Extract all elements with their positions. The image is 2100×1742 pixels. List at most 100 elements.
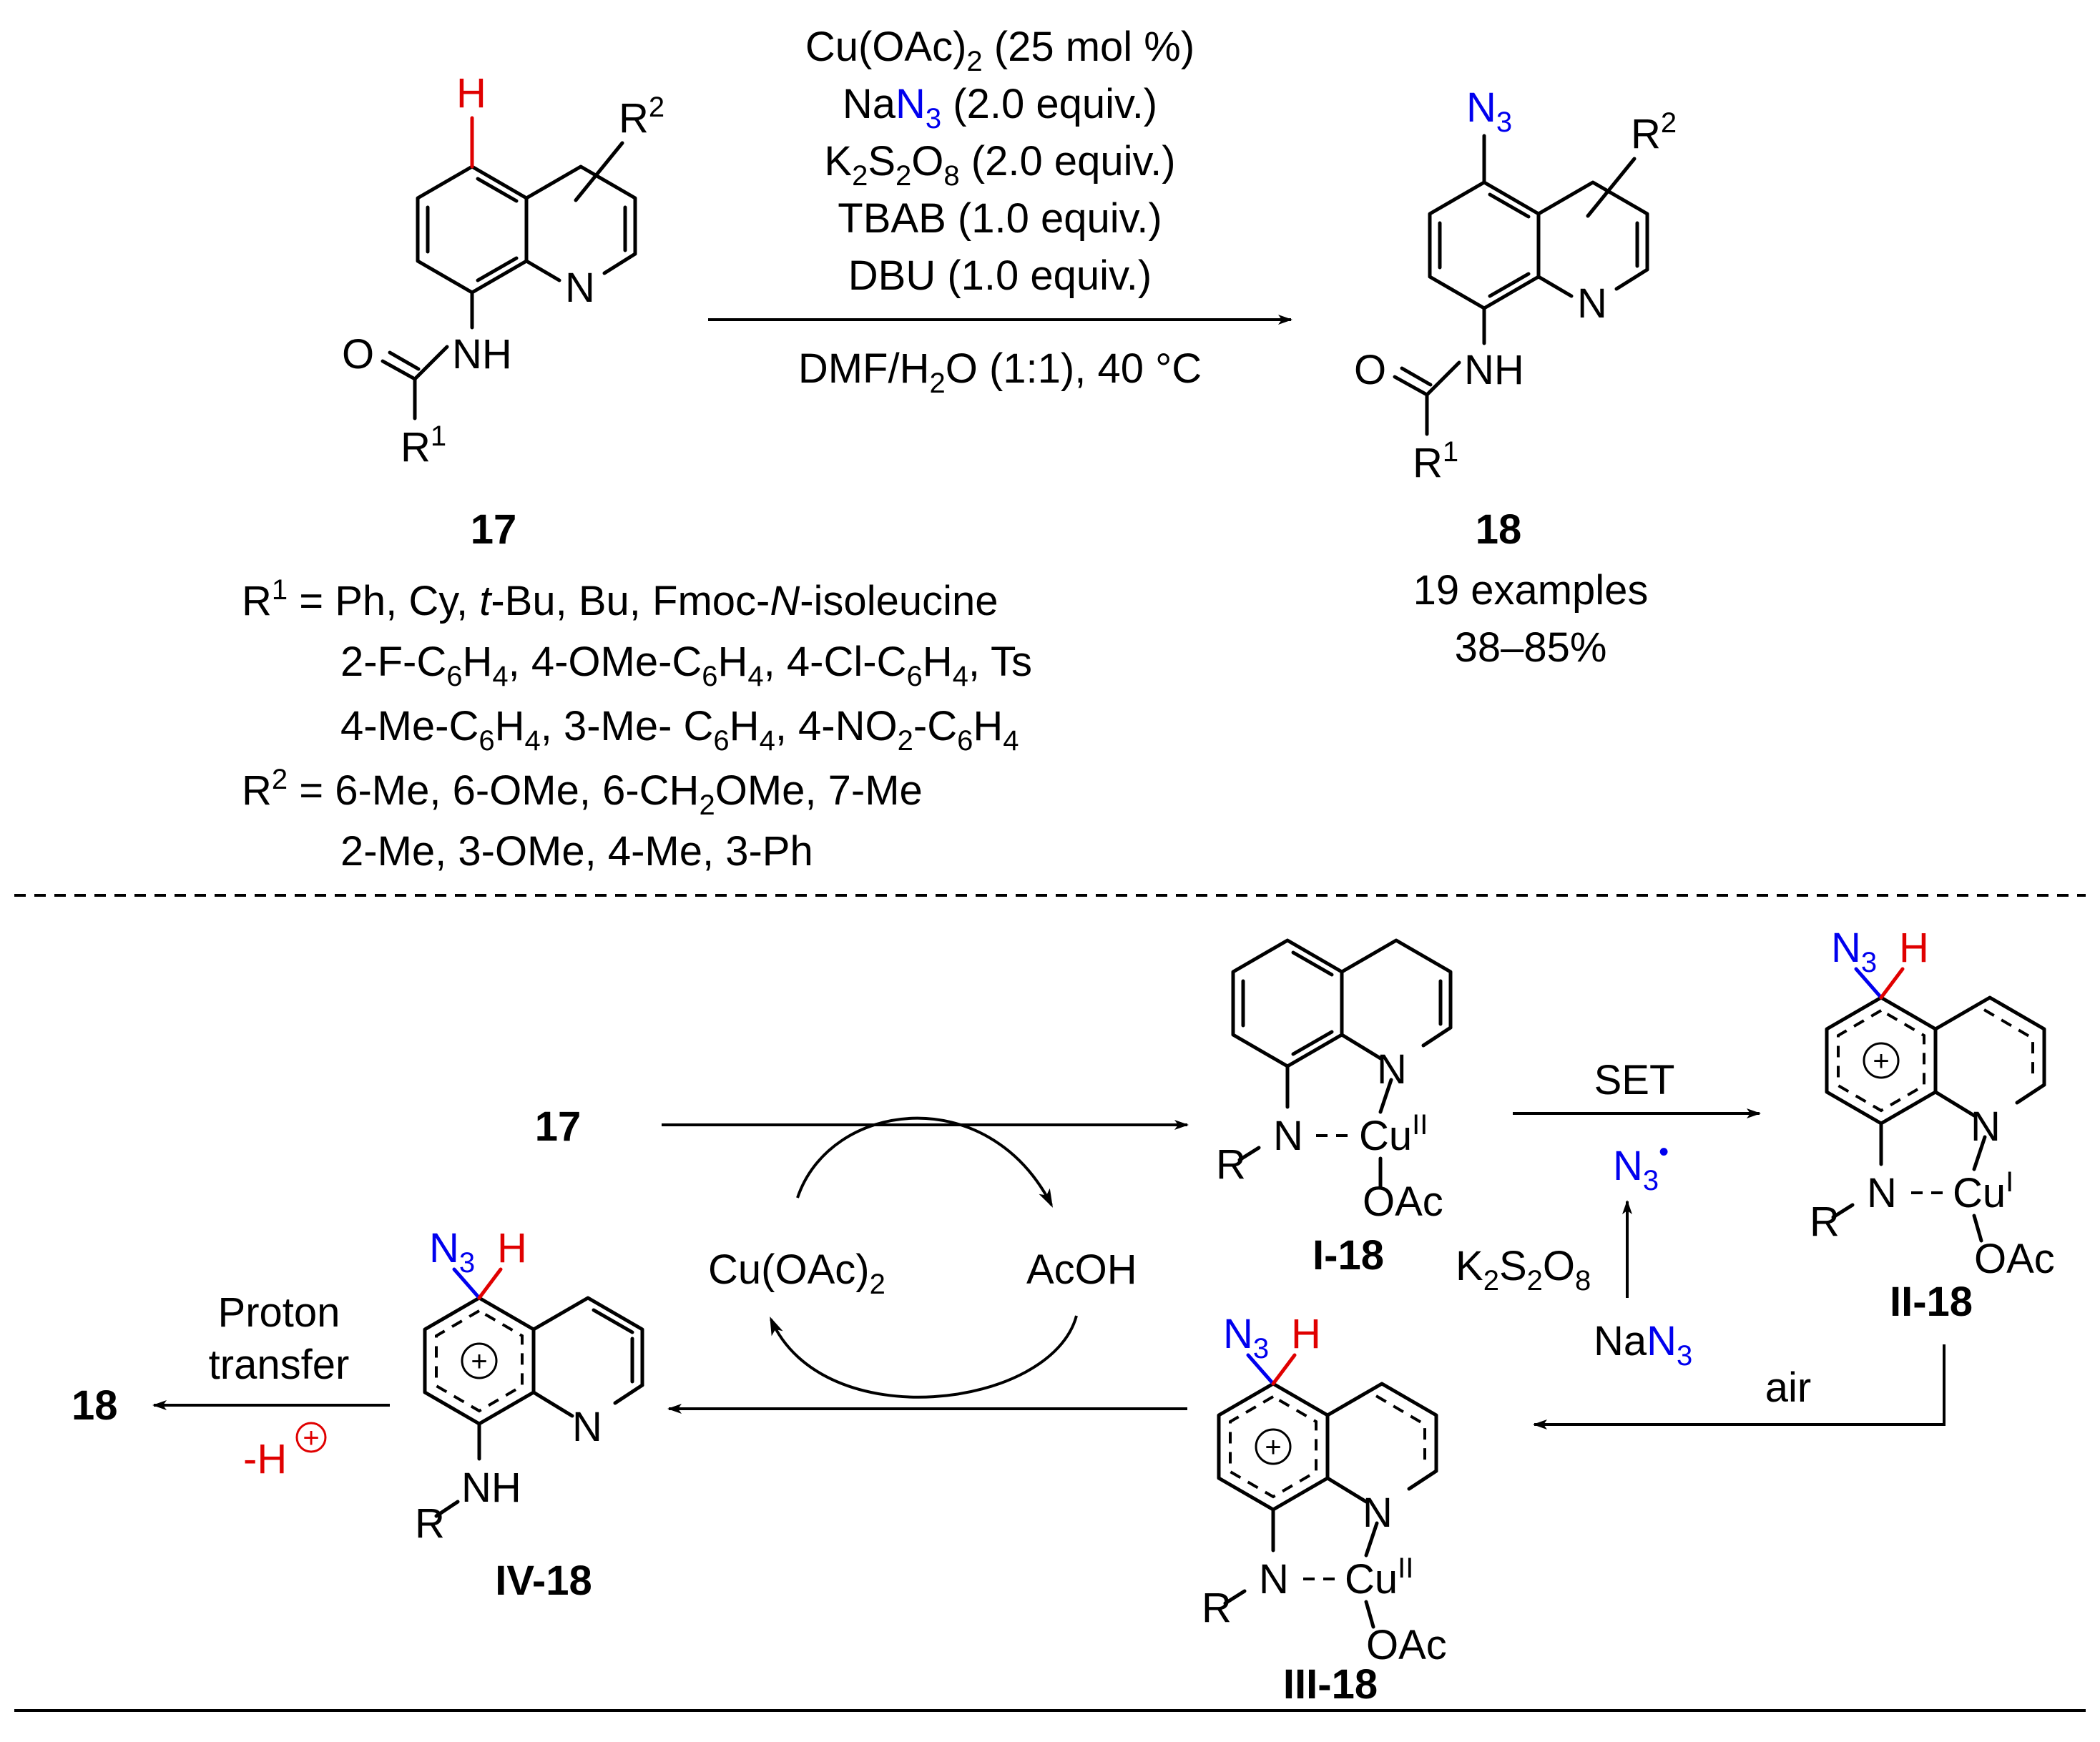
proton-label: Proton: [218, 1289, 340, 1336]
svg-text:2-F-C6H4, 4-OMe-C6H4, 4-Cl-C6H: 2-F-C6H4, 4-OMe-C6H4, 4-Cl-C6H4, Ts: [340, 639, 1032, 692]
product-r1-label: R: [1413, 440, 1443, 486]
condition-dbu: DBU (1.0 equiv.): [848, 252, 1152, 299]
reactant-r2-sup: 2: [649, 92, 664, 123]
IV18-plus: +: [471, 1346, 487, 1377]
reaction-conditions: Cu(OAc)2 (25 mol %) NaN3 (2.0 equiv.) K2…: [708, 24, 1292, 399]
product-18: N3 R2 N O NH R1 18 19 examples 38–85%: [1354, 84, 1677, 671]
I18-id: I-18: [1312, 1232, 1384, 1279]
reactant-o-label: O: [342, 331, 374, 378]
intermediate-I-18: N N R CuII OAc I-18: [1216, 938, 1453, 1279]
air-arrow: [1533, 1344, 1946, 1429]
III18-cu-label: Cu: [1345, 1556, 1398, 1603]
I18-oac-label: OAc: [1363, 1178, 1443, 1225]
mechanism-start-17: 17: [535, 1103, 582, 1150]
II18-h-label: H: [1899, 925, 1929, 971]
svg-text:CuI: CuI: [1953, 1166, 2013, 1216]
reactant-r1-sup: 1: [431, 420, 446, 452]
II18-n-label: N: [1971, 1103, 2001, 1150]
svg-text:K2S2O8 (2.0 equiv.): K2S2O8 (2.0 equiv.): [824, 138, 1175, 192]
svg-text:DMF/H2O (1:1), 40 °C: DMF/H2O (1:1), 40 °C: [798, 345, 1202, 399]
reactant-number: 17: [471, 506, 517, 553]
svg-text:NaN3 (2.0 equiv.): NaN3 (2.0 equiv.): [843, 81, 1157, 134]
reactant-n-label: N: [565, 265, 595, 311]
r2-definition: R: [242, 767, 272, 814]
IV18-r-label: R: [415, 1500, 445, 1547]
svg-text:N3: N3: [1831, 925, 1877, 978]
product-number: 18: [1476, 506, 1522, 553]
II18-amide-n: N: [1867, 1170, 1897, 1216]
oxidant-k2s2o8: K: [1456, 1243, 1483, 1289]
III18-n3-label: N: [1223, 1311, 1253, 1357]
III18-oac-label: OAc: [1366, 1622, 1447, 1668]
II18-plus: +: [1873, 1045, 1889, 1077]
III18-id: III-18: [1283, 1661, 1378, 1708]
IV18-cation-circle: [461, 1342, 498, 1379]
product-yield: 38–85%: [1455, 624, 1607, 671]
IV18-id: IV-18: [495, 1558, 592, 1604]
reactant-r2-label: R: [619, 95, 649, 142]
intermediate-III-18: + N3 H N N R CuII OAc III-18: [1202, 1311, 1447, 1708]
svg-text:N3: N3: [1223, 1311, 1269, 1364]
r2-line-2: 2-Me, 3-OMe, 4-Me, 3-Ph: [340, 828, 813, 875]
r1-aryl-line-2: 4-Me-C: [340, 703, 479, 749]
reactant-nh-label: NH: [452, 331, 512, 378]
II18-n3-label: N: [1831, 925, 1861, 971]
mechanism: 17 Cu(OAc)2 AcOH N N R CuII OAc I-18: [72, 925, 2055, 1708]
IV18-nh-label: NH: [461, 1465, 521, 1511]
proton-charge-circle: [295, 1422, 327, 1453]
product-r2-label: R: [1631, 111, 1661, 157]
svg-text:N3: N3: [429, 1225, 475, 1279]
svg-text:R1 = Ph, Cy, t-Bu, Bu, Fmoc-N-: R1 = Ph, Cy, t-Bu, Bu, Fmoc-N-isoleucine: [242, 574, 999, 624]
svg-text:CuII: CuII: [1359, 1109, 1428, 1159]
svg-text:N3: N3: [1466, 84, 1512, 138]
final-product-18: 18: [72, 1382, 118, 1429]
svg-text:R2: R2: [1631, 107, 1677, 157]
product-n-label: N: [1577, 280, 1607, 327]
cycle-acoh: AcOH: [1026, 1246, 1137, 1293]
cycle-arc-top: [796, 1116, 1053, 1208]
III18-amide-n: N: [1259, 1556, 1289, 1603]
svg-text:4-Me-C6H4, 3-Me- C6H4, 4-NO2-C: 4-Me-C6H4, 3-Me- C6H4, 4-NO2-C6H4: [340, 703, 1019, 757]
IV18-n3-label: N: [429, 1225, 459, 1271]
II18-cation-circle: [1863, 1042, 1900, 1079]
svg-text:K2S2O8: K2S2O8: [1456, 1243, 1591, 1296]
air-label: air: [1765, 1364, 1811, 1411]
substituent-list: R1 = Ph, Cy, t-Bu, Bu, Fmoc-N-isoleucine…: [242, 574, 1032, 875]
proton-charge-plus: +: [303, 1422, 319, 1454]
svg-text:N3•: N3•: [1613, 1136, 1669, 1196]
set-label: SET: [1594, 1057, 1675, 1103]
condition-oxidant: K: [824, 138, 852, 184]
transfer-label: transfer: [209, 1342, 350, 1388]
product-n3-label: N: [1466, 84, 1496, 131]
azide-radical: N: [1613, 1143, 1643, 1189]
I18-amide-n: N: [1273, 1113, 1303, 1159]
svg-text:R1: R1: [1413, 436, 1458, 486]
r1-aryl-line-1: 2-F-C: [340, 639, 446, 685]
II18-id: II-18: [1890, 1279, 1973, 1325]
I18-cu-label: Cu: [1359, 1113, 1412, 1159]
condition-catalyst: Cu(OAc): [805, 24, 967, 70]
condition-tbab: TBAB (1.0 equiv.): [838, 195, 1162, 242]
IV18-h-label: H: [497, 1225, 527, 1271]
I18-r-label: R: [1216, 1141, 1246, 1188]
cycle-arc-bottom: [770, 1315, 1078, 1399]
III18-plus: +: [1265, 1432, 1281, 1463]
III18-n-label: N: [1363, 1490, 1393, 1536]
product-o-label: O: [1354, 347, 1386, 393]
minus-h-label: -H: [243, 1436, 287, 1482]
reactant-r1-label: R: [401, 424, 431, 471]
III18-h-label: H: [1291, 1311, 1321, 1357]
II18-oac-label: OAc: [1974, 1236, 2055, 1282]
product-examples: 19 examples: [1413, 567, 1649, 614]
condition-solvent: DMF/H: [798, 345, 930, 392]
I18-n-label: N: [1377, 1046, 1407, 1093]
r1-definition: R: [242, 578, 272, 624]
II18-cu-label: Cu: [1953, 1170, 2006, 1216]
IV18-n-label: N: [572, 1404, 602, 1450]
svg-text:R1: R1: [401, 420, 446, 471]
cycle-cu-oac2: Cu(OAc): [708, 1246, 870, 1293]
reactant-h-label: H: [456, 70, 486, 117]
condition-azide: Na: [843, 81, 896, 127]
svg-text:CuII: CuII: [1345, 1552, 1413, 1603]
